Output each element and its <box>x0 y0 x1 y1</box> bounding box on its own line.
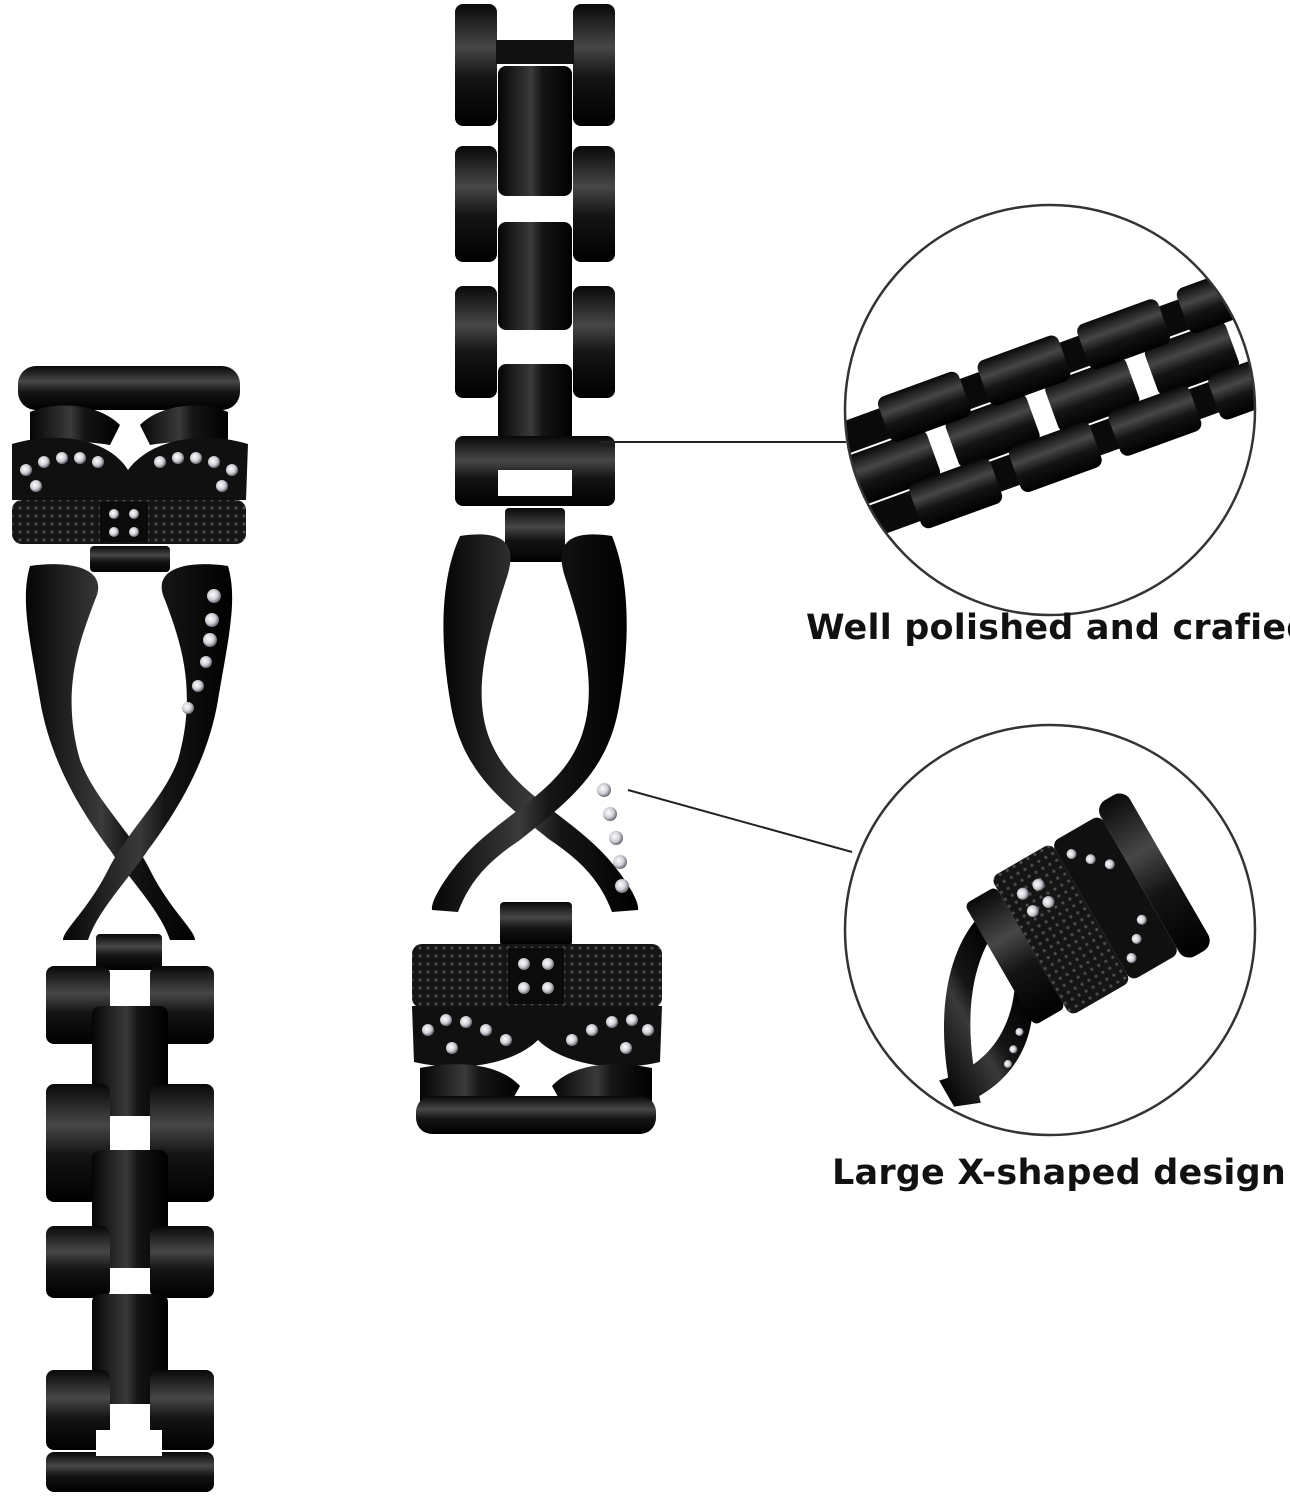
middle-band-rhinestones <box>422 1014 654 1054</box>
callout-lines <box>600 441 853 853</box>
callout-line-2 <box>627 789 853 853</box>
left-band-rhinestones <box>20 452 238 492</box>
detail-circle-x-connector <box>843 723 1257 1137</box>
callout-label-polished: Well polished and crafied <box>806 608 1290 648</box>
left-x-rhinestones <box>182 589 221 714</box>
left-band <box>12 366 248 1492</box>
middle-band <box>412 4 662 1134</box>
middle-band-bottom-pin-bar <box>416 1096 656 1134</box>
left-band-links <box>46 966 214 1492</box>
middle-x-rhinestones <box>597 783 629 893</box>
callout-label-x-shaped: Large X-shaped design <box>832 1153 1287 1193</box>
left-band-top-pin-bar <box>18 366 240 410</box>
detail-circle-links <box>843 203 1257 617</box>
middle-band-links <box>455 4 615 506</box>
